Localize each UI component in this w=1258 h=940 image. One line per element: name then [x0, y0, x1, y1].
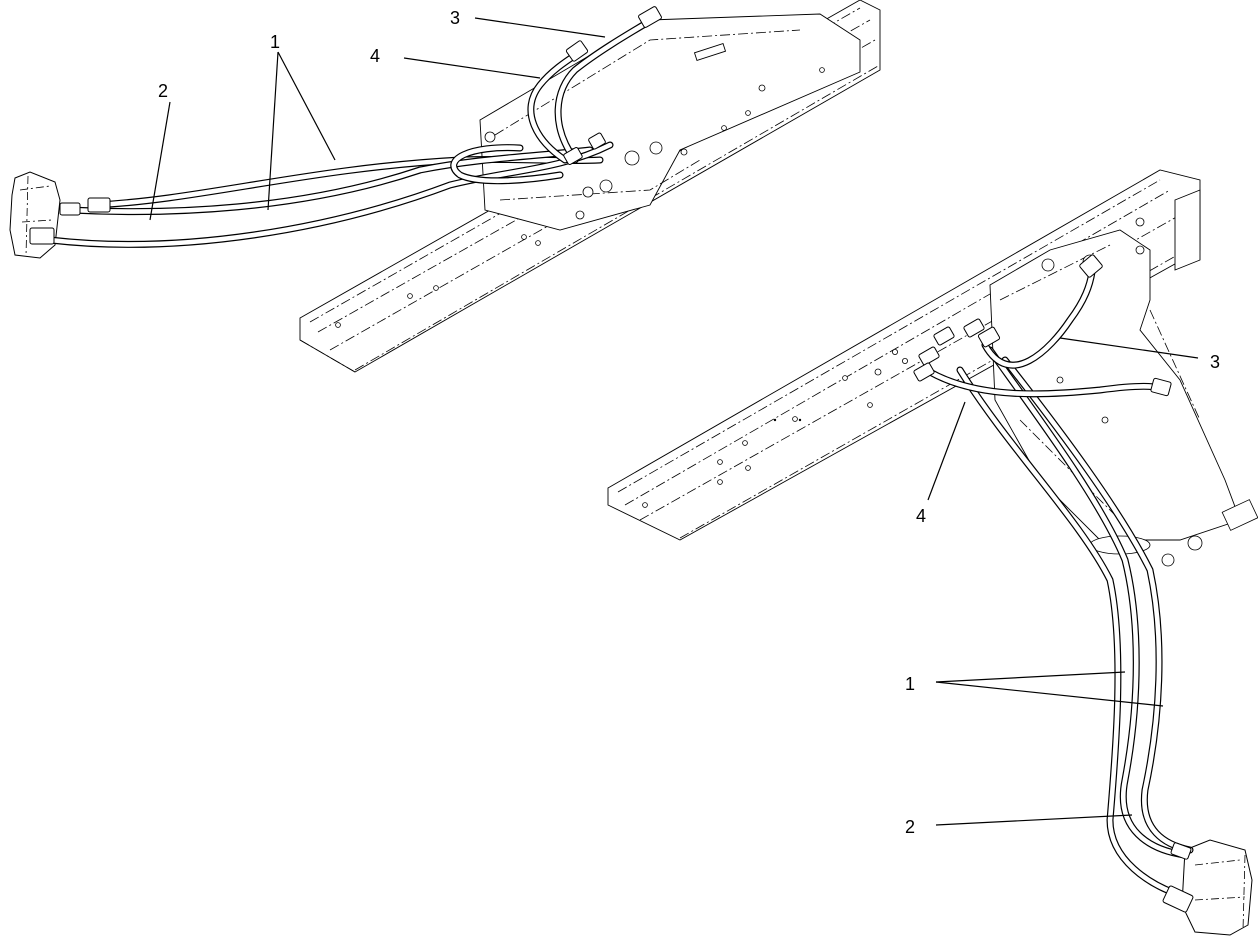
left-leader-lines	[149, 17, 606, 221]
left-callout-1: 1	[270, 32, 280, 52]
right-callout-4: 4	[916, 506, 926, 526]
right-callout-2: 2	[905, 817, 915, 837]
right-hoses	[926, 268, 1194, 899]
right-view: 1 2 3 4	[607, 169, 1258, 936]
left-frame-holes	[335, 67, 825, 328]
left-callout-4: 4	[370, 46, 380, 66]
right-control-valve	[1181, 839, 1253, 936]
right-callout-3: 3	[1210, 352, 1220, 372]
right-frame-holes	[642, 217, 1203, 567]
left-hoses	[46, 14, 659, 248]
right-fittings	[913, 254, 1194, 913]
left-callout-2: 2	[158, 81, 168, 101]
left-fittings	[29, 6, 662, 245]
right-callout-1: 1	[905, 674, 915, 694]
left-control-valve	[9, 171, 61, 259]
left-callout-3: 3	[450, 8, 460, 28]
right-leader-lines	[927, 337, 1199, 826]
left-view: 1 2 3 4	[9, 0, 881, 373]
